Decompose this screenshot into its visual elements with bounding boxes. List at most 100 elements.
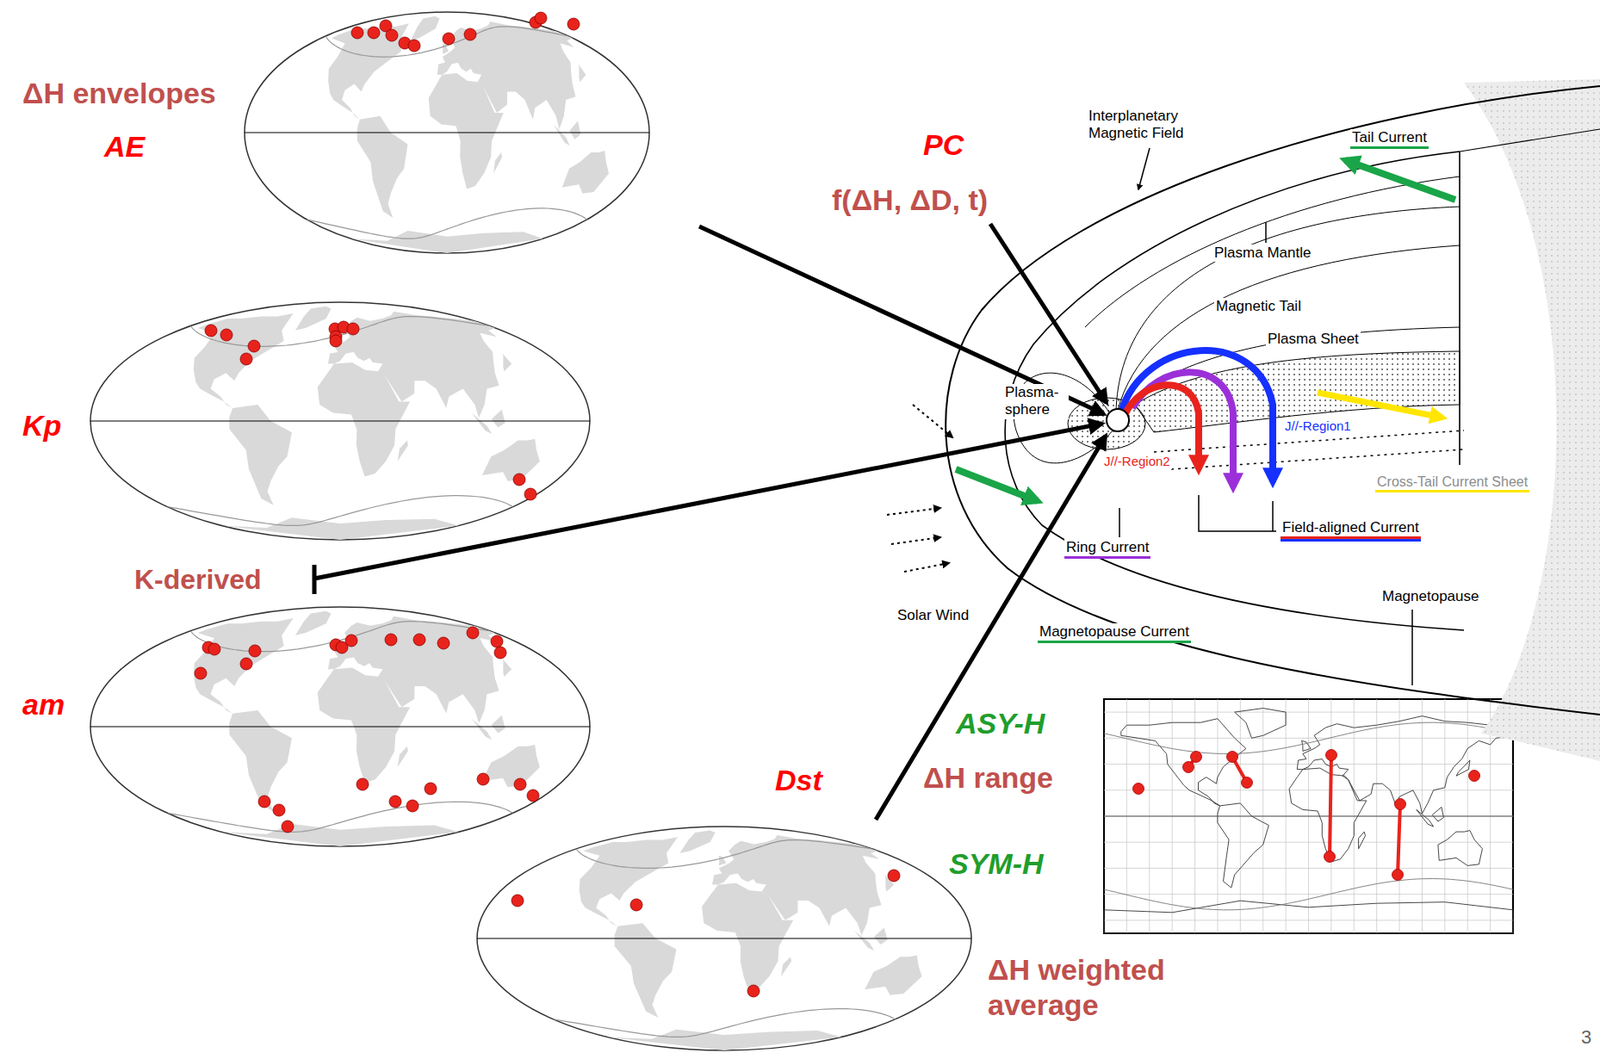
- index-method: ΔH range: [923, 760, 1054, 796]
- station-dot: [347, 322, 360, 335]
- station-dot: [1324, 851, 1336, 863]
- part-label: Plasma Mantle: [1212, 244, 1313, 262]
- index-method: K-derived: [134, 563, 262, 596]
- station-dot: [367, 26, 380, 39]
- continent-outline: [1234, 708, 1286, 739]
- continent: [578, 64, 587, 83]
- station-dot: [345, 634, 358, 647]
- grid-line: [1103, 789, 1514, 791]
- station-dot: [329, 334, 342, 348]
- page-number: 3: [1581, 1026, 1592, 1049]
- continent: [428, 73, 504, 190]
- station-dot: [1133, 783, 1145, 795]
- continent: [221, 517, 459, 540]
- continent: [317, 667, 410, 783]
- station-dot: [1326, 750, 1338, 762]
- continent: [614, 923, 677, 1018]
- station-dot: [248, 644, 261, 658]
- part-label: Interplanetary Magnetic Field: [1086, 107, 1220, 143]
- station-dot: [513, 473, 526, 486]
- station-dot: [240, 657, 253, 670]
- station-dot: [424, 782, 437, 795]
- magnetosphere: [886, 508, 941, 515]
- station-dot: [1392, 869, 1404, 881]
- continent: [193, 313, 294, 409]
- continent: [874, 928, 888, 946]
- continent: [397, 440, 409, 462]
- part-label: Magnetopause: [1380, 588, 1481, 606]
- station-link: [1397, 804, 1401, 875]
- index-name: Dst: [775, 762, 823, 799]
- equator-line: [90, 420, 590, 422]
- grid-line: [1103, 842, 1514, 844]
- magnetosphere: [1345, 160, 1456, 200]
- magnetosphere: [1118, 508, 1121, 538]
- map-outline: [477, 826, 972, 1051]
- magnetosphere: [1138, 148, 1150, 190]
- station-dot: [356, 778, 369, 791]
- continent: [295, 611, 332, 636]
- geomagnetic-line: [1103, 879, 1514, 911]
- geomagnetic-line: [553, 1009, 896, 1038]
- geomagnetic-line: [190, 316, 490, 348]
- continent-outline: [1438, 831, 1483, 867]
- world-map: [90, 12, 972, 1051]
- station-dot: [630, 899, 643, 912]
- station-link: [1329, 755, 1332, 857]
- geomagnetic-line: [1103, 722, 1514, 754]
- continent-outline: [1302, 740, 1312, 751]
- station-dot: [413, 633, 426, 646]
- continent: [471, 413, 493, 435]
- magnetosphere: [1106, 409, 1129, 432]
- station-dot: [514, 778, 527, 791]
- magnetosphere: [1411, 609, 1414, 686]
- pointer-arrow: [314, 223, 1107, 820]
- part-label: Ring Current: [1064, 539, 1151, 559]
- magnetosphere: [904, 563, 949, 572]
- grid-line: [1103, 763, 1514, 765]
- part-label: Magnetopause Current: [1037, 623, 1191, 644]
- continent: [229, 710, 292, 812]
- part-label: Plasma Sheet: [1265, 330, 1361, 348]
- station-dot: [466, 626, 479, 639]
- station-dot: [437, 637, 450, 650]
- continent: [854, 930, 875, 951]
- map-land: [307, 16, 610, 254]
- part-label: Solar Wind: [895, 607, 971, 625]
- map-land: [553, 830, 923, 1051]
- index-name: AE: [104, 129, 145, 165]
- continent-outline: [1432, 806, 1444, 822]
- station-dot: [494, 646, 507, 659]
- magnetosphere: [1171, 449, 1464, 470]
- continent: [864, 955, 922, 996]
- station-dot: [1183, 762, 1195, 774]
- continent: [502, 353, 512, 373]
- station-dot: [281, 820, 294, 833]
- geomagnetic-line: [167, 496, 514, 527]
- part-label: Field-aligned Current: [1280, 519, 1421, 540]
- continent-outline: [1358, 831, 1366, 850]
- magnetosphere: [1004, 151, 1464, 631]
- station-dot: [208, 643, 221, 656]
- continent: [317, 362, 410, 478]
- station-dot: [406, 800, 419, 813]
- station-dot: [272, 804, 286, 817]
- continent: [562, 150, 609, 194]
- station-dot: [442, 32, 455, 45]
- magnetosphere: [891, 537, 941, 545]
- part-label: Plasma- sphere: [1003, 384, 1069, 420]
- station-dot: [511, 894, 524, 907]
- continent: [397, 746, 409, 768]
- continent-outline: [1289, 768, 1367, 863]
- continent: [701, 883, 794, 992]
- grid-line: [1103, 712, 1514, 714]
- continent: [410, 16, 441, 42]
- geomagnetic-line: [167, 801, 514, 832]
- grid-line: [1103, 893, 1514, 895]
- continent: [579, 837, 678, 927]
- station-dot: [408, 39, 421, 52]
- continent-outline: [1416, 809, 1434, 827]
- continent: [493, 152, 503, 174]
- index-method: ΔH envelopes: [22, 75, 217, 112]
- continent: [491, 409, 506, 428]
